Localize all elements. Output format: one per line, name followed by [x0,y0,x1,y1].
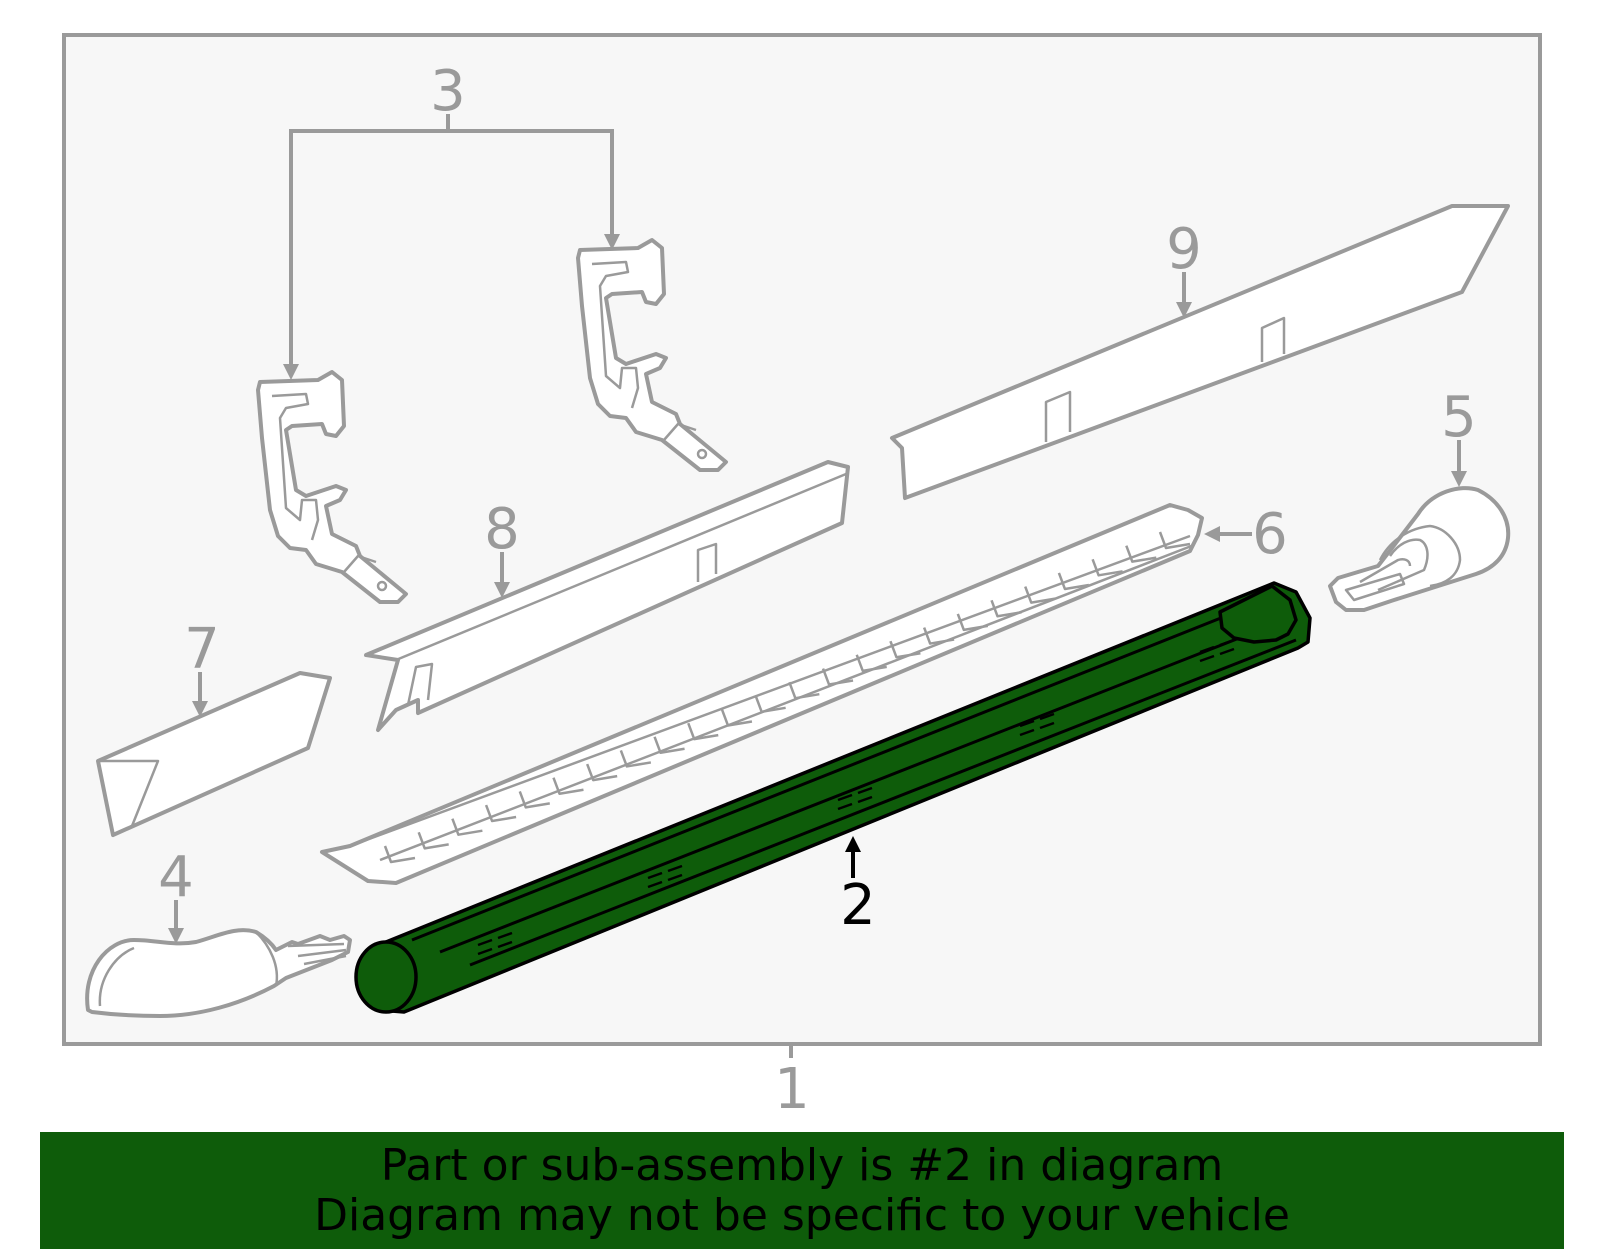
board-slot [497,931,513,940]
callout-3[interactable]: 3 [430,59,466,124]
part-5-end-cap-right[interactable] [1328,486,1511,612]
board-slot [1199,645,1215,654]
pad-rib [720,709,753,727]
pad-rib [383,845,416,864]
pad-rib [552,777,584,795]
pad-rib [653,736,685,755]
part-9-upper-molding[interactable] [890,204,1510,500]
banner-line-1: Part or sub-assembly is #2 in diagram [380,1140,1224,1191]
callout-5[interactable]: 5 [1441,385,1477,450]
pad-rib [754,695,786,714]
callout-1[interactable]: 1 [774,1057,810,1122]
part-3-bracket-left[interactable] [256,370,408,604]
board-slot [1019,719,1035,728]
pad-rib [1057,572,1090,591]
leader-4 [168,900,184,944]
board-slot [857,786,873,795]
pad-rib [788,681,820,700]
leader-8 [494,552,510,598]
pad-rib [1158,531,1191,550]
part-6-step-pad[interactable] [320,503,1204,885]
part-7-trim[interactable] [96,671,332,837]
board-slot [1199,654,1215,663]
board-slot [497,940,513,949]
callout-6[interactable]: 6 [1252,502,1288,567]
board-slot [647,871,663,880]
board-slot [1039,721,1055,730]
leader-5 [1451,440,1467,487]
pad-rib [889,640,921,659]
pad-rib [1125,545,1157,563]
banner-line-2: Diagram may not be specific to your vehi… [314,1190,1290,1241]
board-slot [837,802,853,811]
pad-rib [687,722,719,741]
board-slot [477,938,493,947]
board-slot [1019,728,1035,737]
part-2-running-board[interactable] [354,581,1312,1014]
pad-rib [619,749,652,768]
callout-7[interactable]: 7 [184,617,220,682]
pad-rib [821,668,854,686]
pad-rib [956,613,989,632]
leader-6 [1204,526,1252,542]
board-slot [1219,647,1235,656]
leader-7 [192,672,208,717]
leader-9 [1176,272,1192,318]
info-banner: Part or sub-assembly is #2 in diagram Di… [40,1132,1564,1249]
callout-4[interactable]: 4 [158,845,194,910]
board-slot [667,864,683,873]
pad-rib [1024,586,1056,604]
pad-rib [586,763,618,782]
part-4-end-cap-left[interactable] [85,928,352,1018]
pad-rib [484,804,517,823]
callout-9[interactable]: 9 [1166,217,1202,282]
board-slot [477,947,493,956]
pad-rib [990,599,1022,618]
part-8-molding[interactable] [364,460,850,732]
pad-rib [451,818,483,836]
leader-2 [845,836,861,878]
pad-rib [1091,558,1123,577]
board-slot [667,873,683,882]
callout-8[interactable]: 8 [484,497,520,562]
board-slot [857,795,873,804]
board-slot [1039,712,1055,721]
board-slot [837,793,853,802]
pad-rib [518,790,550,809]
callout-2[interactable]: 2 [840,873,876,938]
part-3-bracket-right[interactable] [576,238,728,472]
pad-rib [417,831,449,850]
board-slot [1219,638,1235,647]
board-slot [647,880,663,889]
leader-3 [283,114,620,380]
pad-rib [855,654,887,673]
pad-rib [922,627,955,645]
